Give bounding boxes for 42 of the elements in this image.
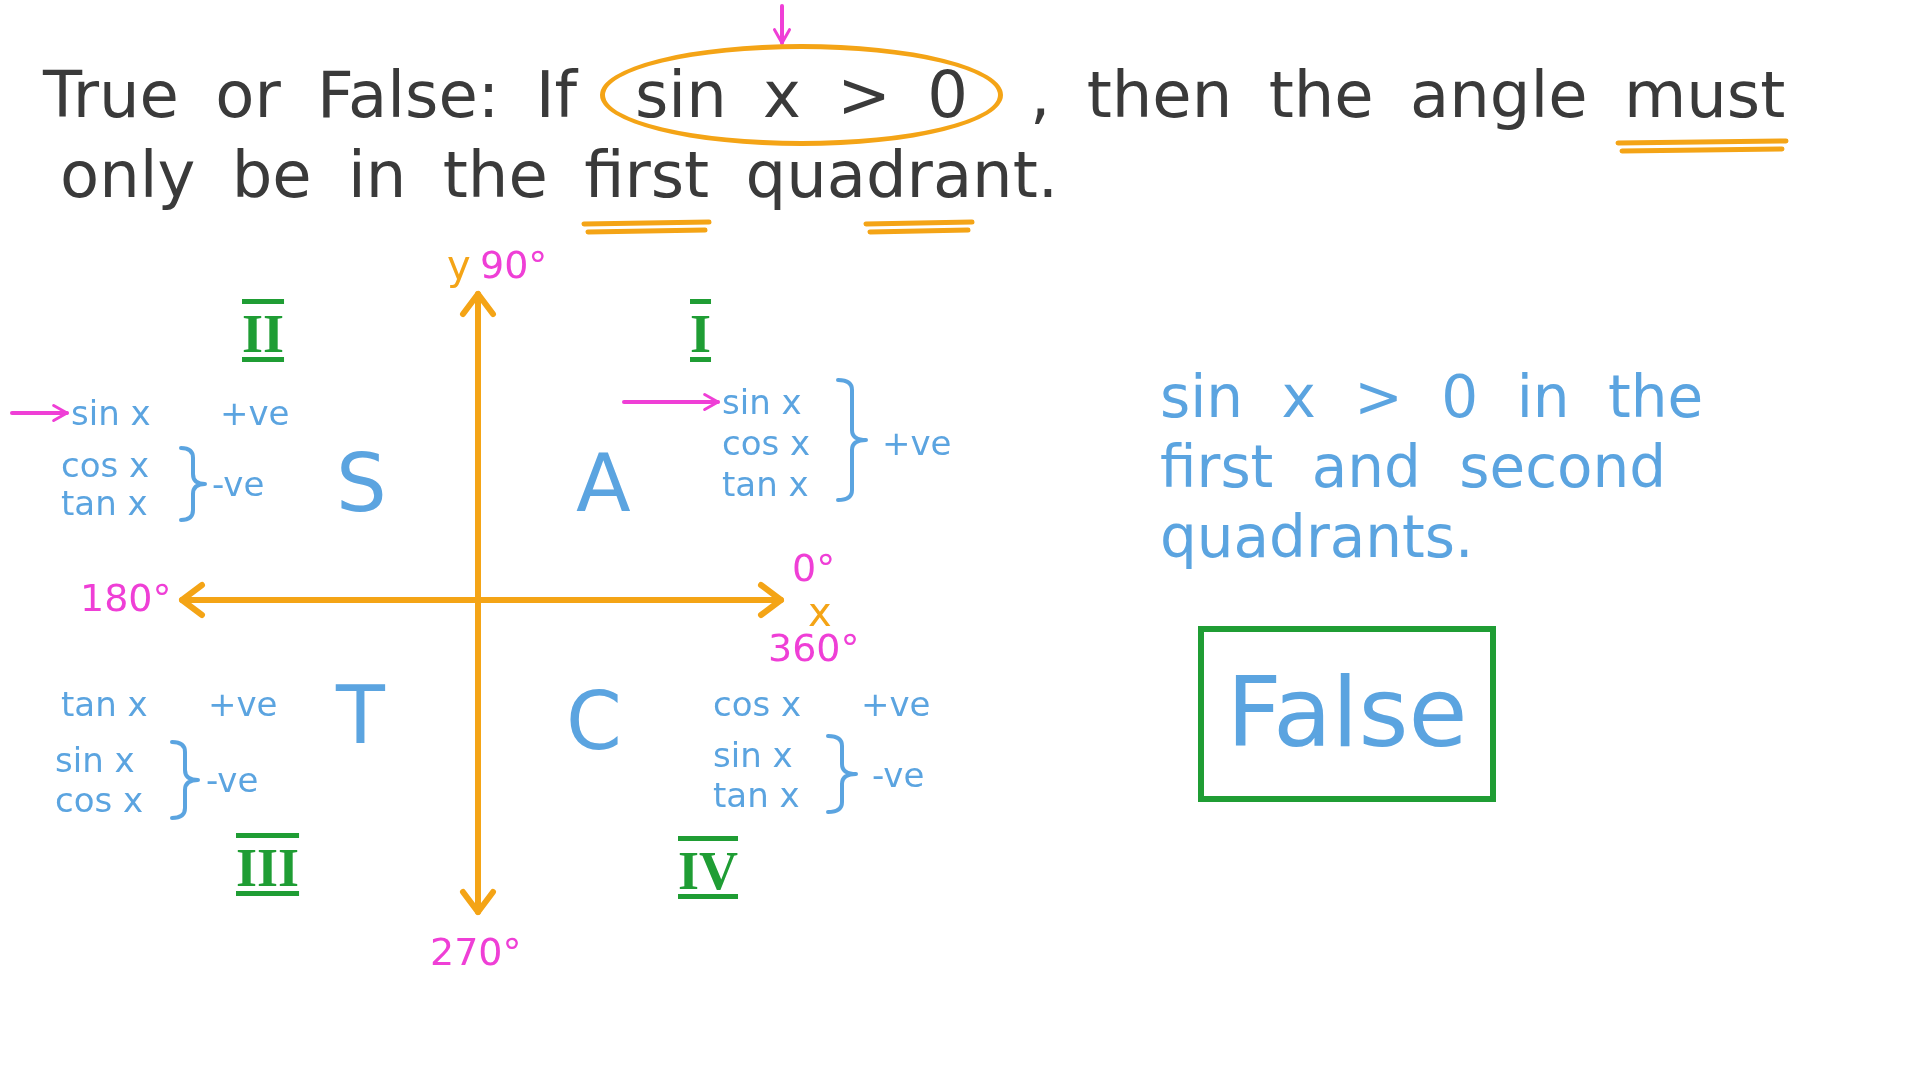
quadrant-numeral: I xyxy=(689,303,712,366)
sign-label: -ve xyxy=(206,763,259,797)
note-text: sin x > 0 in the first and second quadrants. xyxy=(1160,362,1705,572)
trig-function-label: cos x xyxy=(55,783,144,817)
trig-function-label: sin x xyxy=(713,738,793,772)
trig-function-label: cos x xyxy=(61,448,150,482)
sign-label: +ve xyxy=(220,396,290,430)
quadrant-numeral: II xyxy=(241,303,286,366)
quadrant-letter: C xyxy=(566,682,622,762)
angle-label: 90° xyxy=(480,246,548,284)
quadrant-numeral: III xyxy=(235,837,301,900)
angle-label: 0° xyxy=(792,549,836,587)
trig-function-label: sin x xyxy=(55,743,135,777)
pointer-arrow xyxy=(10,404,69,422)
angle-label: 360° xyxy=(768,629,860,667)
axis-label: x xyxy=(808,592,832,632)
angle-label: 180° xyxy=(80,579,172,617)
quadrant-numeral: IV xyxy=(677,840,739,903)
trig-function-label: sin x xyxy=(722,385,802,419)
highlight-oval: sin x > 0 xyxy=(600,44,1003,146)
question-text: , then the angle must xyxy=(1030,57,1786,134)
trig-function-label: sin x xyxy=(71,396,151,430)
trig-function-label: tan x xyxy=(61,687,148,721)
pointer-arrow xyxy=(622,393,720,411)
sign-label: -ve xyxy=(212,467,265,501)
answer-text: False xyxy=(1226,661,1468,767)
answer-box xyxy=(1198,626,1496,802)
trig-function-label: tan x xyxy=(61,486,148,520)
sign-label: +ve xyxy=(208,687,278,721)
quadrant-letter: S xyxy=(336,444,387,524)
trig-function-label: tan x xyxy=(722,467,809,501)
sign-label: -ve xyxy=(872,758,925,792)
pointer-arrow xyxy=(773,4,791,45)
quadrant-letter: A xyxy=(576,444,631,524)
question-text: True or False: If xyxy=(43,57,578,134)
trig-function-label: cos x xyxy=(722,426,811,460)
sign-label: +ve xyxy=(861,687,931,721)
trig-function-label: tan x xyxy=(713,778,800,812)
sign-label: +ve xyxy=(882,426,952,460)
quadrant-letter: T xyxy=(336,676,385,756)
trig-function-label: cos x xyxy=(713,687,802,721)
angle-label: 270° xyxy=(430,933,522,971)
